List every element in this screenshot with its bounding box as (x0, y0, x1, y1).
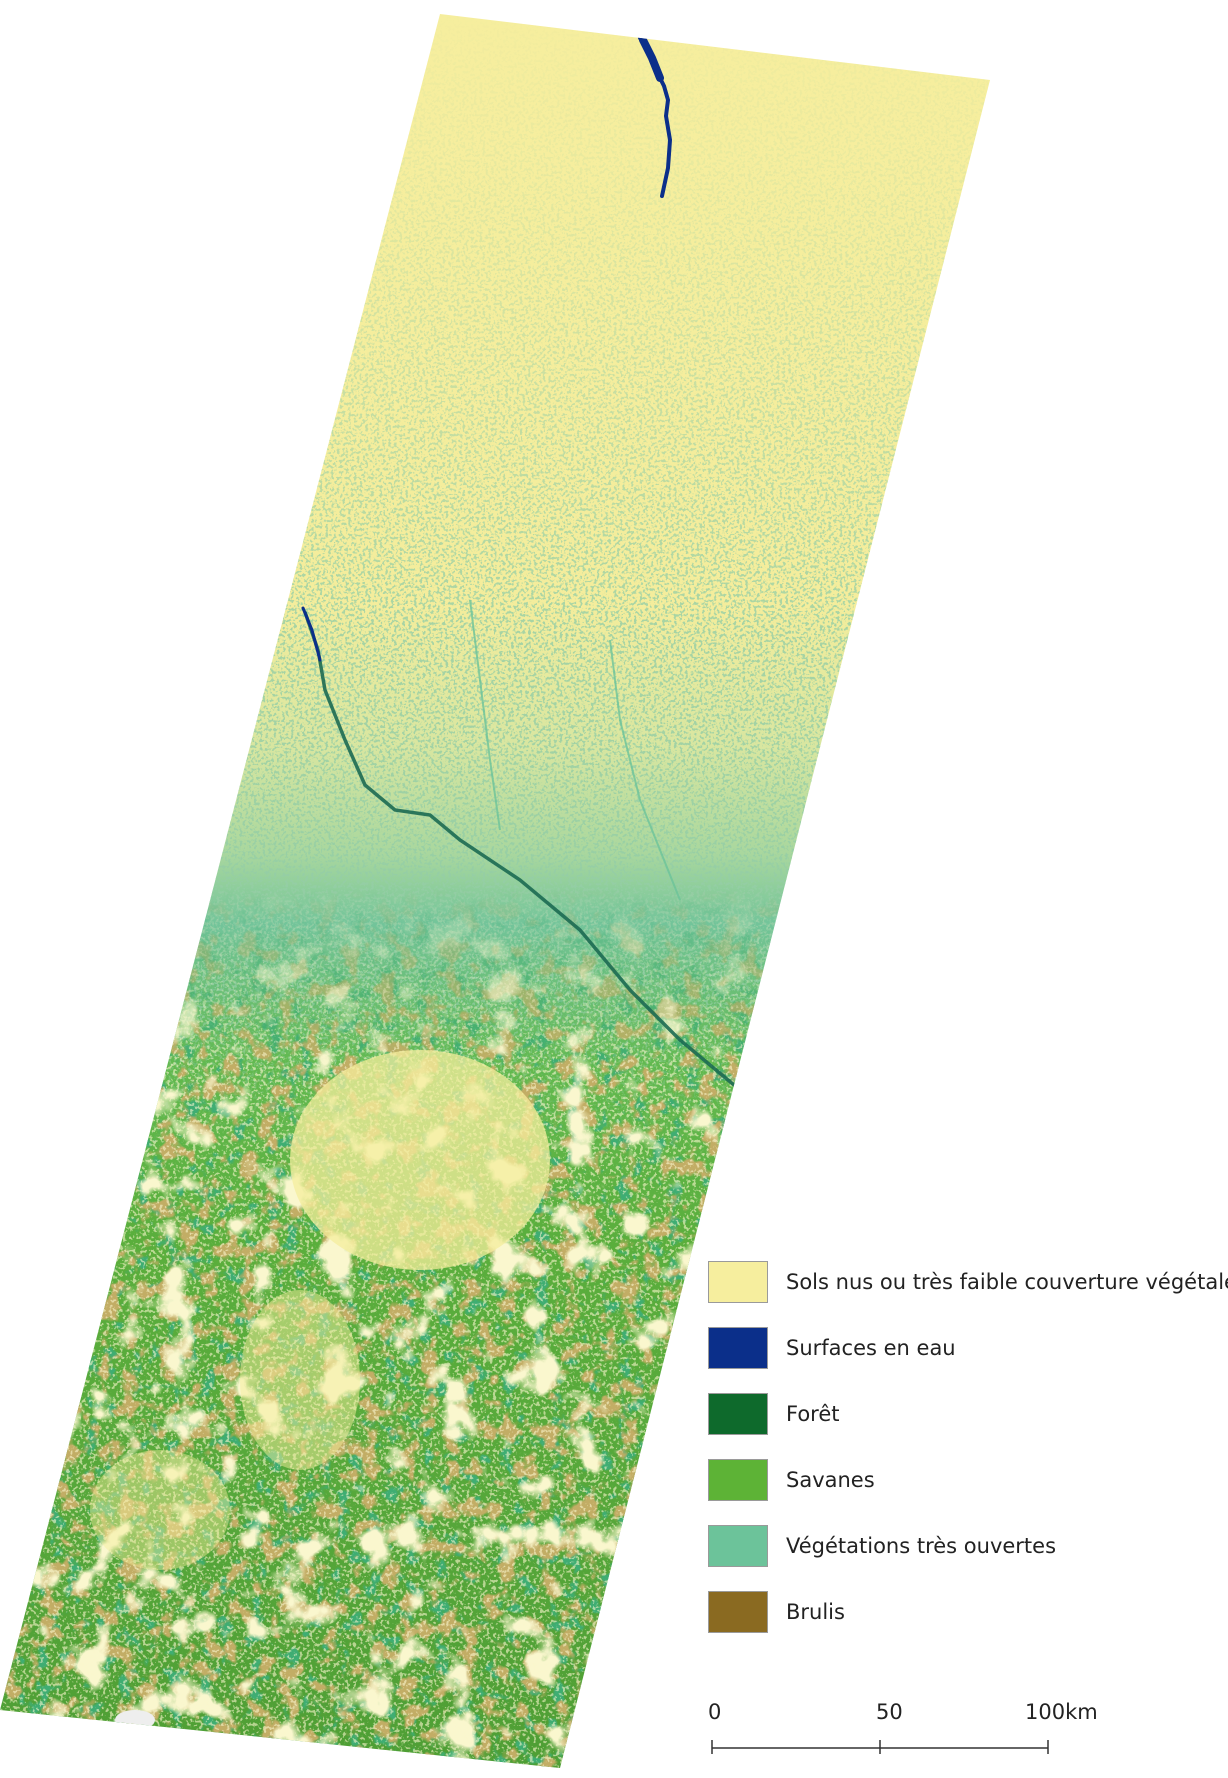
legend-label: Végétations très ouvertes (786, 1534, 1057, 1558)
legend-swatch (708, 1327, 768, 1369)
scale-bar-line (711, 1740, 1049, 1754)
legend-label: Brulis (786, 1600, 845, 1624)
legend-swatch (708, 1261, 768, 1303)
legend-label: Sols nus ou très faible couverture végét… (786, 1270, 1228, 1294)
legend-item-savanna: Savanes (708, 1458, 1223, 1502)
scale-tick-label-50: 50 (876, 1700, 903, 1724)
scale-tick-label-0: 0 (708, 1700, 722, 1724)
legend-label: Forêt (786, 1402, 840, 1426)
legend-item-open-vegetation: Végétations très ouvertes (708, 1524, 1223, 1568)
legend-label: Savanes (786, 1468, 875, 1492)
legend-swatch (708, 1393, 768, 1435)
scale-bar: 0 50 100km (700, 1700, 1098, 1760)
legend-swatch (708, 1459, 768, 1501)
legend-item-water: Surfaces en eau (708, 1326, 1223, 1370)
legend-swatch (708, 1525, 768, 1567)
legend-swatch (708, 1591, 768, 1633)
legend-item-forest: Forêt (708, 1392, 1223, 1436)
legend-item-bare-soil: Sols nus ou très faible couverture végét… (708, 1260, 1228, 1304)
legend-item-burnt-areas: Brulis (708, 1590, 1223, 1634)
map-legend: Sols nus ou très faible couverture végét… (708, 1260, 1228, 1656)
scale-tick-label-100: 100km (1025, 1700, 1098, 1724)
legend-label: Surfaces en eau (786, 1336, 956, 1360)
